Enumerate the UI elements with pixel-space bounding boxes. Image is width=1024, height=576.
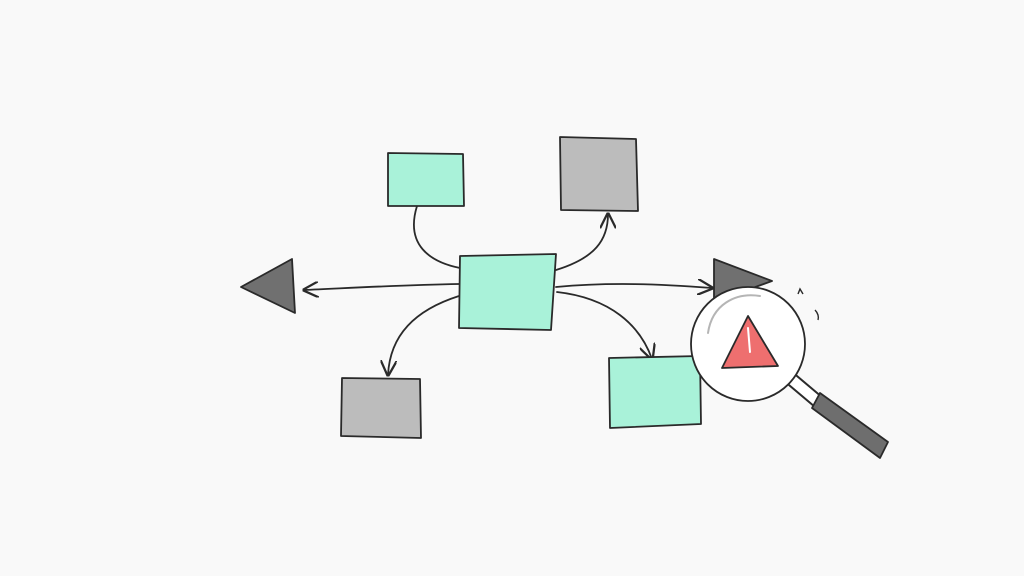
top-right-node (559, 136, 639, 212)
arrow-center-to-left-triangle (304, 284, 460, 290)
motion-mark (797, 287, 804, 295)
bottom-right-node (608, 355, 702, 429)
connector-top-left-box-to-center (413, 205, 461, 269)
arrow-center-to-bottom-left-box (388, 295, 460, 375)
center-node (458, 253, 557, 331)
left-triangle-node (240, 258, 296, 314)
arrow-center-to-right-triangle (555, 284, 712, 288)
arrow-center-to-top-right-box (555, 214, 608, 271)
arrow-center-to-bottom-right-box (556, 291, 652, 359)
warning-triangle-icon (721, 315, 779, 369)
bottom-left-node (340, 377, 422, 439)
motion-mark (814, 309, 820, 321)
magnifier-icon (690, 286, 889, 459)
top-left-node (387, 152, 465, 207)
